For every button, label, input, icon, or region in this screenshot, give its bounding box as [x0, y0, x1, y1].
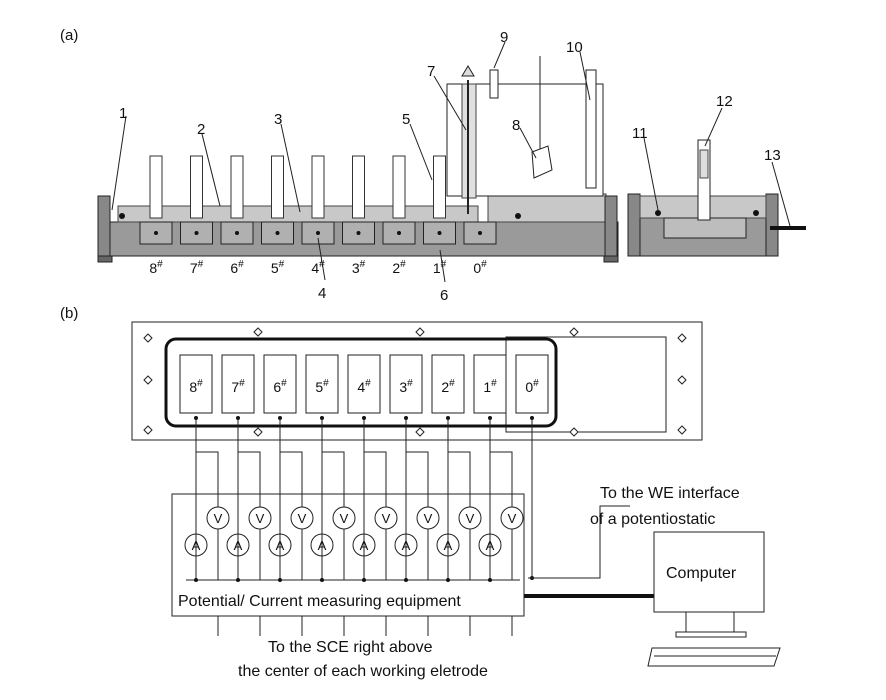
bolt-hole [143, 375, 153, 385]
electrode-label-b-2: 2# [441, 378, 455, 395]
cell-3 [389, 354, 423, 414]
part-12: 12 [716, 93, 733, 110]
electrode-label-b-5: 5# [315, 378, 329, 395]
sce-text-2: the center of each working eletrode [238, 663, 488, 680]
right-bolt [604, 195, 618, 257]
tube-3 [352, 155, 365, 219]
cell-4 [347, 354, 381, 414]
voltmeter-symbol: V [298, 511, 307, 526]
electrode-label-a-4: 4# [311, 259, 325, 276]
panel-a-label: (a) [60, 27, 78, 44]
part-1: 1 [119, 105, 127, 122]
panel-b-label: (b) [60, 305, 78, 322]
we-text-2: of a potentiostatic [590, 511, 715, 528]
electrode-label-a-7: 7# [190, 259, 204, 276]
voltmeter-symbol: V [424, 511, 433, 526]
part-13: 13 [764, 147, 781, 164]
part-2: 2 [197, 121, 205, 138]
raised-rail [487, 193, 607, 223]
bolt-hole [569, 427, 579, 437]
left-bolt [97, 195, 111, 257]
reference-tubes [149, 155, 446, 219]
part-3: 3 [274, 111, 282, 128]
bolt-hole [415, 427, 425, 437]
part-6: 6 [440, 287, 448, 304]
plan-bolts [143, 327, 687, 437]
we-text-1: To the WE interface [600, 485, 740, 502]
electrode-label-b-4: 4# [357, 378, 371, 395]
bolt-hole [677, 375, 687, 385]
electrode-label-a-2: 2# [392, 259, 406, 276]
electrode-label-b-1: 1# [483, 378, 497, 395]
electrode-label-a-0: 0# [473, 259, 487, 276]
part-7: 7 [427, 63, 435, 80]
electrode-label-a-1: 1# [433, 259, 447, 276]
bolt-hole [253, 327, 263, 337]
electrode-label-a-6: 6# [230, 259, 244, 276]
cell-2 [431, 354, 465, 414]
sce-lines [194, 418, 534, 636]
tube-4 [311, 155, 325, 219]
voltmeter-symbol: V [256, 511, 265, 526]
trough-assembly [97, 56, 619, 263]
top-strip [117, 205, 479, 223]
tube-6 [230, 155, 244, 219]
voltmeter-symbol: V [340, 511, 349, 526]
electrode-label-b-6: 6# [273, 378, 287, 395]
plan-cells: 8# 7# 6# 5# 4# 3# 2# 1# 0# [179, 354, 549, 420]
cell-6 [263, 354, 297, 414]
tube-7 [190, 155, 203, 219]
cell-0 [515, 354, 549, 414]
bolt-hole [677, 425, 687, 435]
electrode-labels-a: 8# 7# 6# 5# 4# 3# 2# 1# 0# [149, 259, 487, 276]
cell-8 [179, 354, 213, 414]
electrode-label-b-3: 3# [399, 378, 413, 395]
cell-5 [305, 354, 339, 414]
bolt-hole [415, 327, 425, 337]
electrode-label-b-0: 0# [525, 378, 539, 395]
electrode-label-a-5: 5# [271, 259, 285, 276]
sce-text-1: To the SCE right above [268, 639, 433, 656]
voltmeter-symbol: V [214, 511, 223, 526]
tube-1 [433, 155, 446, 219]
electrode-label-b-8: 8# [189, 378, 203, 395]
bolt-hole [569, 327, 579, 337]
cell-1 [473, 354, 507, 414]
equipment-label: Potential/ Current measuring equipment [178, 593, 461, 610]
tube-5 [271, 155, 284, 219]
part-11: 11 [632, 125, 648, 142]
voltmeter-symbol: V [466, 511, 475, 526]
computer-label: Computer [666, 565, 737, 582]
cell-7 [221, 354, 255, 414]
tube-2 [392, 155, 406, 219]
electrode-label-b-7: 7# [231, 378, 245, 395]
electrode-label-a-8: 8# [149, 259, 163, 276]
electrode-wells [139, 221, 497, 245]
bolt-hole [677, 333, 687, 343]
part-10: 10 [566, 39, 583, 56]
tube-8 [149, 155, 163, 219]
computer: Computer [647, 531, 781, 667]
bolt-hole [143, 333, 153, 343]
bolt-hole [143, 425, 153, 435]
voltmeter-symbol: V [508, 511, 517, 526]
part-8: 8 [512, 117, 520, 134]
part-4: 4 [318, 285, 326, 302]
small-trough [627, 139, 806, 257]
bolt-hole [253, 427, 263, 437]
part-9: 9 [500, 29, 508, 46]
electrode-label-a-3: 3# [352, 259, 366, 276]
voltmeter-symbol: V [382, 511, 391, 526]
part-5: 5 [402, 111, 410, 128]
